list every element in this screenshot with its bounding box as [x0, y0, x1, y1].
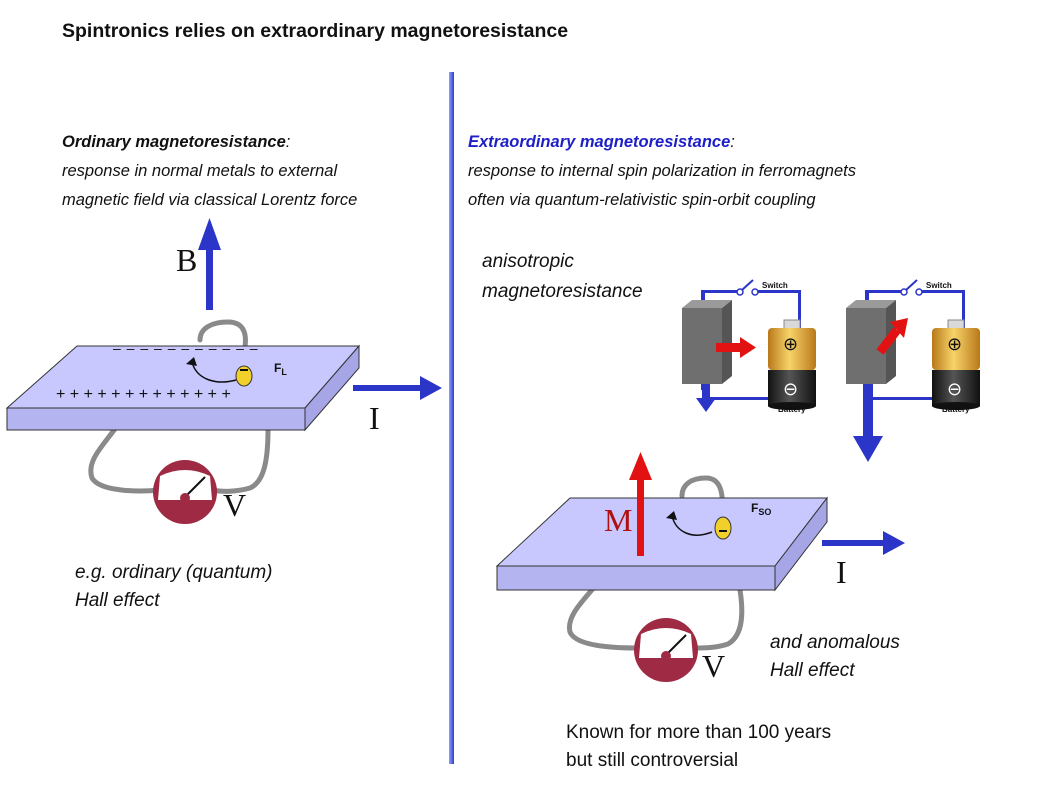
ordinary-hall-line1: e.g. ordinary (quantum) [75, 562, 273, 583]
divider-line [449, 72, 454, 764]
positive-charge-row: + + + + + + + + + + + + + [56, 386, 231, 403]
switch-label-2: Switch [926, 281, 952, 290]
amr-label-line2: magnetoresistance [482, 281, 643, 302]
battery-label-2: Battery [942, 405, 970, 414]
ahe-wire-top [679, 475, 725, 517]
b-field-label: B [176, 242, 198, 278]
extraordinary-mr-line1: response to internal spin polarization i… [468, 162, 856, 180]
lorentz-force-label: FL [274, 361, 287, 377]
voltage-label-left: V [223, 487, 247, 523]
ferromagnet-slab [495, 496, 829, 592]
ordinary-mr-line2: magnetic field via classical Lorentz for… [62, 191, 358, 209]
magnetization-label: M [604, 502, 633, 538]
negative-charge-row: – – – – – – – – – – – [113, 340, 259, 356]
voltmeter-left [153, 460, 217, 524]
extraordinary-mr-colon: : [730, 133, 735, 151]
anomalous-hall-line1: and anomalous [770, 632, 900, 653]
amr-circuit-1 [682, 279, 816, 412]
current-label-left: I [369, 400, 380, 436]
anomalous-hall-line2: Hall effect [770, 660, 855, 681]
slide-title: Spintronics relies on extraordinary magn… [62, 20, 569, 42]
lorentz-force-symbol: F [274, 361, 282, 375]
switch-label-1: Switch [762, 281, 788, 290]
extraordinary-mr-line2: often via quantum-relativistic spin-orbi… [468, 191, 816, 209]
spin-orbit-path-arrow [671, 515, 713, 536]
ordinary-mr-colon: : [285, 133, 291, 151]
spin-orbit-force-subscript: SO [758, 507, 772, 517]
ordinary-mr-heading: Ordinary magnetoresistance [62, 133, 286, 151]
lorentz-force-subscript: L [281, 367, 287, 377]
b-field-arrow [198, 218, 221, 310]
electron-left [235, 365, 253, 387]
current-arrow-left [353, 376, 442, 400]
battery-label-1: Battery [778, 405, 806, 414]
spin-orbit-force-label: FSO [751, 501, 771, 517]
ahe-meter-wire-right [691, 587, 745, 651]
amr-circuit-2 [846, 279, 980, 462]
battery-minus-icon-1: ⊖ [783, 379, 799, 399]
meter-wire-right [209, 427, 271, 494]
battery-plus-icon-1: ⊕ [783, 334, 799, 354]
voltage-label-right: V [702, 648, 726, 684]
current-arrow-right [822, 531, 905, 555]
current-label-right: I [836, 554, 847, 590]
battery-plus-icon-2: ⊕ [947, 334, 963, 354]
metal-slab-left [5, 344, 361, 432]
amr-label-line1: anisotropic [482, 251, 574, 272]
extraordinary-mr-heading: Extraordinary magnetoresistance [468, 133, 731, 151]
electron-right [714, 516, 732, 540]
battery-minus-icon-2: ⊖ [947, 379, 963, 399]
meter-wire-left [88, 415, 163, 494]
lorentz-arrowhead [186, 357, 197, 366]
magnetization-arrow [629, 452, 652, 556]
hall-wire-top [197, 319, 248, 355]
known-line2: but still controversial [566, 750, 739, 771]
extraordinary-mr-block: Extraordinary magnetoresistance: respons… [468, 128, 856, 215]
ordinary-hall-line2: Hall effect [75, 590, 160, 611]
known-line1: Known for more than 100 years [566, 722, 832, 743]
ordinary-mr-block: Ordinary magnetoresistance: response in … [62, 128, 357, 215]
spin-orbit-force-symbol: F [751, 501, 759, 515]
lorentz-path-arrow [191, 361, 237, 383]
amr-label: anisotropic magnetoresistance [482, 247, 643, 307]
ahe-meter-wire-left [566, 582, 641, 651]
spin-orbit-arrowhead [666, 511, 677, 520]
ordinary-mr-line1: response in normal metals to external [62, 162, 338, 180]
voltmeter-right [634, 618, 698, 682]
